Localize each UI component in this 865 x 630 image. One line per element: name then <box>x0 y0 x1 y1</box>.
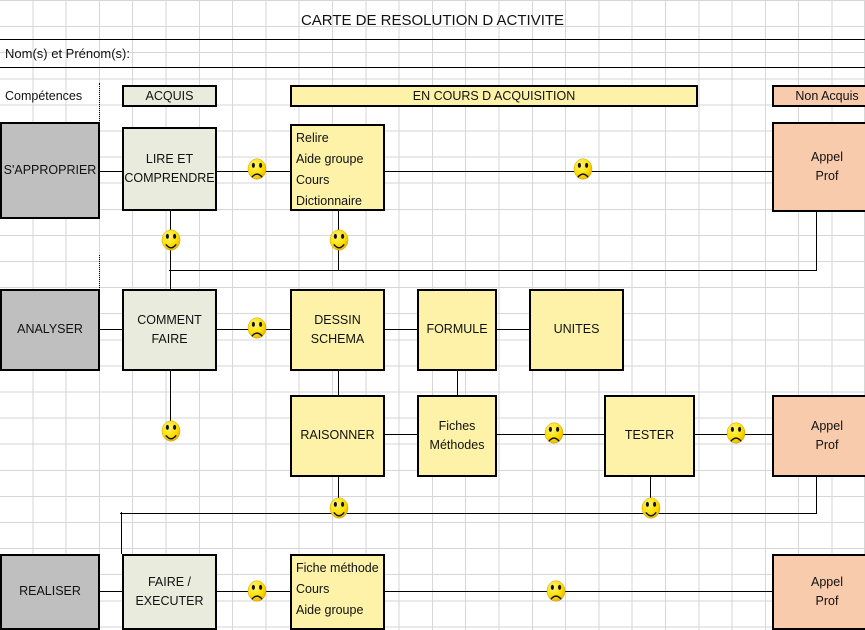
sad-face-lire-comprendre-icon <box>242 153 272 185</box>
box-lire-et-comprendre[interactable]: LIRE ET COMPRENDRE <box>122 127 217 211</box>
header-acquis: ACQUIS <box>122 85 217 107</box>
connector-bus-to-faire-executer <box>121 512 122 554</box>
competence-realiser: REALISER <box>0 554 100 630</box>
connector-realiser-to-faire <box>99 591 124 592</box>
header-acquis-label: ACQUIS <box>145 89 194 103</box>
connector-appelprof1-down <box>816 211 817 271</box>
competence-s-approprier-label: S'APPROPRIER <box>3 162 97 177</box>
box-lire-line2: COMPRENDRE <box>124 171 215 185</box>
box-faire-line2: EXECUTER <box>135 594 204 608</box>
connector-raisonner-to-fiches <box>384 434 418 435</box>
competence-realiser-label: REALISER <box>19 584 81 599</box>
connector-formule-to-unites <box>496 329 529 330</box>
competence-analyser: ANALYSER <box>0 289 100 371</box>
sad-face-fiches-methodes-icon <box>539 417 569 449</box>
connector-comment-down <box>170 371 171 421</box>
box-faire-executer[interactable]: FAIRE / EXECUTER <box>122 554 217 630</box>
box-appel-prof-3[interactable]: Appel Prof <box>772 554 865 630</box>
appel-prof-3-line2: Prof <box>815 594 839 608</box>
box-relire-resources[interactable]: Relire Aide groupe Cours Dictionnaire <box>290 124 385 211</box>
happy-face-under-comment-faire-icon <box>156 415 186 447</box>
connector-appelprof2-down <box>816 476 817 514</box>
connector-row2-bus <box>120 513 817 514</box>
connector-dessin-to-formule <box>384 329 418 330</box>
sad-face-faire-executer-icon <box>242 575 272 607</box>
competence-s-approprier: S'APPROPRIER <box>0 122 100 219</box>
competence-analyser-label: ANALYSER <box>17 322 83 337</box>
appel-prof-2-line1: Appel <box>811 418 843 433</box>
box-comment-faire[interactable]: COMMENT FAIRE <box>122 289 217 371</box>
box-tester[interactable]: TESTER <box>604 395 695 477</box>
happy-face-under-relire-icon <box>324 224 354 256</box>
box-appel-prof-1[interactable]: Appel Prof <box>772 122 865 212</box>
box-formule[interactable]: FORMULE <box>417 289 497 371</box>
happy-face-under-raisonner-icon <box>324 492 354 524</box>
box-tester-label: TESTER <box>624 428 675 443</box>
box-dessin-schema[interactable]: DESSIN SCHEMA <box>290 289 385 371</box>
appel-prof-2-line2: Prof <box>815 438 839 452</box>
box-fiches-line1: Fiches <box>438 418 476 433</box>
sad-face-comment-faire-icon <box>242 312 272 344</box>
box-lire-line1: LIRE ET <box>145 151 194 166</box>
resource-aide-groupe-2: Aide groupe <box>296 603 364 617</box>
header-non-acquis-label: Non Acquis <box>795 89 859 103</box>
connector-formule-down <box>457 371 458 395</box>
connector-tester-down <box>650 476 651 514</box>
connector-raisonner-down <box>338 476 339 514</box>
connector-analyser-to-comment <box>99 329 124 330</box>
sheet-rule-under-name <box>0 67 865 68</box>
box-raisonner[interactable]: RAISONNER <box>290 395 385 477</box>
resource-dictionnaire: Dictionnaire <box>296 194 363 208</box>
happy-face-under-tester-icon <box>636 492 666 524</box>
box-fiche-methode-resources[interactable]: Fiche méthode Cours Aide groupe <box>290 554 385 630</box>
connector-fiche-to-appelprof3 <box>384 591 774 592</box>
competences-column-separator-2 <box>99 255 100 290</box>
name-field-label: Nom(s) et Prénom(s): <box>5 46 130 61</box>
box-dessin-line1: DESSIN <box>314 312 361 327</box>
connector-bus-to-comment-faire <box>170 269 171 291</box>
header-en-cours-label: EN COURS D ACQUISITION <box>412 89 576 103</box>
page-title: CARTE DE RESOLUTION D ACTIVITE <box>300 12 565 29</box>
sad-face-row3-right-icon <box>541 575 571 607</box>
box-faire-line1: FAIRE / <box>147 574 192 589</box>
box-appel-prof-2[interactable]: Appel Prof <box>772 395 865 477</box>
appel-prof-1-line2: Prof <box>815 169 839 183</box>
connector-row1-bus <box>169 270 817 271</box>
sheet-rule-top <box>0 39 865 40</box>
competences-header-label: Compétences <box>5 89 83 103</box>
box-formule-label: FORMULE <box>426 322 488 337</box>
box-unites-label: UNITES <box>553 322 600 337</box>
resource-relire: Relire <box>296 131 329 145</box>
box-comment-line1: COMMENT <box>137 312 202 327</box>
sad-face-row1-right-icon <box>568 153 598 185</box>
connector-approprier-to-lire <box>99 171 124 172</box>
happy-face-under-lire-comprendre-icon <box>156 224 186 256</box>
box-fiches-line2: Méthodes <box>429 438 485 452</box>
header-en-cours-acquisition: EN COURS D ACQUISITION <box>290 85 698 107</box>
appel-prof-3-line1: Appel <box>811 574 843 589</box>
resource-aide-groupe: Aide groupe <box>296 152 364 166</box>
appel-prof-1-line1: Appel <box>811 149 843 164</box>
box-comment-line2: FAIRE <box>151 332 188 346</box>
box-unites[interactable]: UNITES <box>529 289 624 371</box>
box-raisonner-label: RAISONNER <box>300 428 375 443</box>
resource-cours-2: Cours <box>296 582 330 596</box>
sad-face-tester-icon <box>721 417 751 449</box>
competences-column-separator-1 <box>99 83 100 123</box>
header-non-acquis: Non Acquis <box>772 85 865 107</box>
resource-fiche-methode: Fiche méthode <box>296 561 379 575</box>
resource-cours: Cours <box>296 173 330 187</box>
box-dessin-line2: SCHEMA <box>310 332 365 346</box>
box-fiches-methodes[interactable]: Fiches Méthodes <box>417 395 497 477</box>
connector-dessin-down <box>338 371 339 395</box>
